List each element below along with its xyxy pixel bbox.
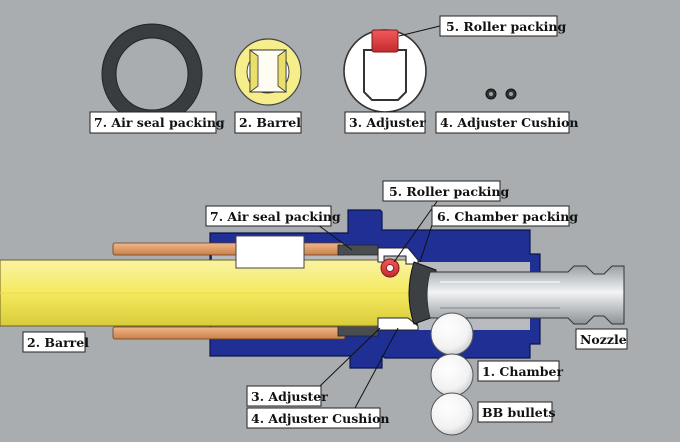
roller-packing-label-top: 5. Roller packing (439, 15, 566, 37)
chamber-text: 1. Chamber (482, 364, 563, 379)
bb-bullet (430, 353, 474, 397)
adjuster-text-top: 3. Adjuster (349, 115, 426, 130)
air-seal-label: 7. Air seal packing (205, 205, 341, 227)
barrel-part (234, 38, 302, 106)
adjuster-label-top: 3. Adjuster (344, 111, 426, 134)
chamber-packing-text: 6. Chamber packing (437, 209, 578, 224)
roller-packing-text: 5. Roller packing (389, 184, 509, 199)
roller-packing-text-top: 5. Roller packing (446, 19, 566, 34)
air-seal-label-top: 7. Air seal packing (89, 111, 225, 134)
adjuster-cushion-label-top: 4. Adjuster Cushion (435, 111, 579, 134)
adjuster-text: 3. Adjuster (251, 389, 328, 404)
adjuster-cushion-text: 4. Adjuster Cushion (251, 411, 390, 426)
chamber-label: 1. Chamber (477, 360, 563, 382)
air-seal-text-top: 7. Air seal packing (94, 115, 225, 130)
air-seal-packing-upper (337, 244, 379, 256)
bb-bullet (430, 392, 474, 436)
upper-copper-sleeve (112, 242, 346, 256)
adjuster-element-lower (377, 317, 419, 331)
chamber-packing-label: 6. Chamber packing (431, 205, 578, 227)
nozzle-label: Nozzle (575, 328, 628, 350)
nozzle (426, 265, 625, 325)
adjuster-cushion-text-top: 4. Adjuster Cushion (440, 115, 579, 130)
barrel-text-top: 2. Barrel (239, 115, 301, 130)
barrel-label-top: 2. Barrel (234, 111, 302, 134)
bb-bullets-label: BB bullets (477, 401, 556, 423)
air-seal-text: 7. Air seal packing (210, 209, 341, 224)
adjuster-cushion-label: 4. Adjuster Cushion (246, 407, 390, 429)
air-seal-packing-part (101, 23, 203, 125)
barrel-hop-window (235, 235, 305, 269)
bb-bullets-text: BB bullets (482, 405, 556, 420)
nozzle-text: Nozzle (580, 332, 627, 347)
barrel-text: 2. Barrel (27, 335, 89, 350)
air-seal-packing-lower (337, 325, 379, 337)
lower-copper-sleeve (112, 326, 346, 340)
adjuster-cushion-part (485, 88, 517, 100)
roller-packing-label: 5. Roller packing (382, 180, 509, 202)
barrel-label: 2. Barrel (22, 331, 89, 353)
bb-bullet (430, 312, 474, 356)
adjuster-part (343, 29, 427, 113)
adjuster-label: 3. Adjuster (246, 385, 328, 407)
